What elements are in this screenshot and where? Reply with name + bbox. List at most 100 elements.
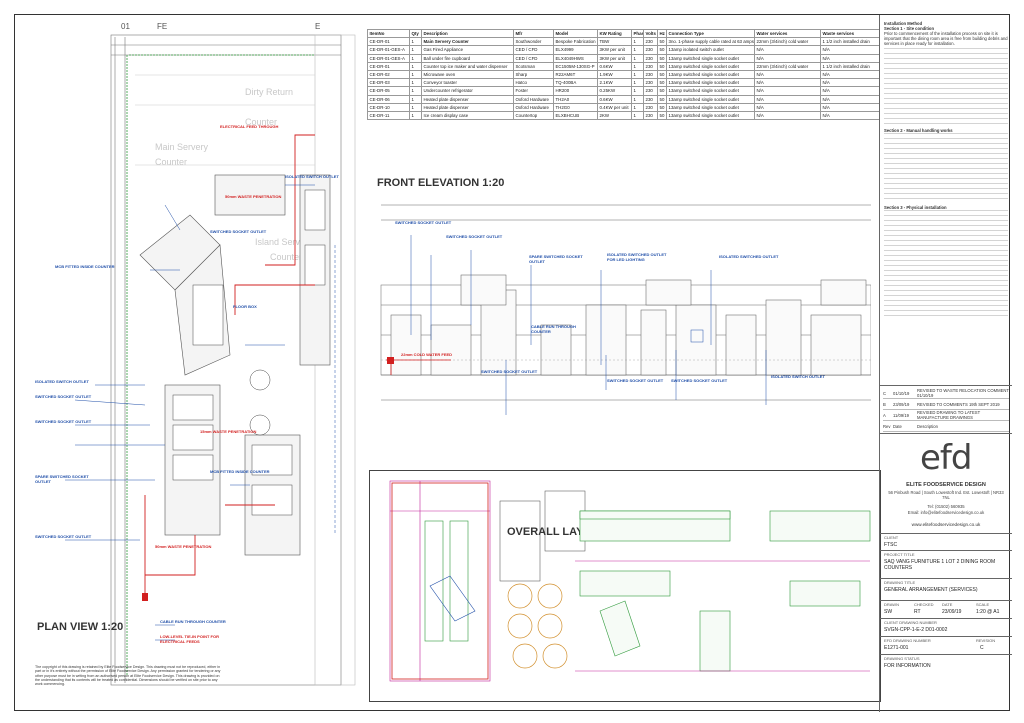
copyright-note: The copyright of this drawing is retaine… xyxy=(35,665,221,687)
schedule-cell: Counter top ice maker and water dispense… xyxy=(421,61,514,71)
schedule-cell: 13amp switched single socket outlet xyxy=(666,102,755,112)
schedule-cell: 1 xyxy=(631,61,644,71)
schedule-cell: Sharp xyxy=(513,69,554,80)
schedule-header-cell: Model xyxy=(553,28,598,39)
plan-view: Dirty Return Counter Main Servery Counte… xyxy=(15,15,367,712)
schedule-cell: CE-DR-02 xyxy=(367,69,410,80)
schedule-cell: N/A xyxy=(754,78,821,88)
plan-annotation: CABLE RUN THROUGH COUNTER xyxy=(160,619,226,624)
schedule-cell: 1 xyxy=(631,102,644,112)
schedule-cell: 50 xyxy=(657,86,667,96)
schedule-cell: Bespoke Fabrication xyxy=(553,37,598,47)
schedule-cell: 13amp switched single socket outlet xyxy=(666,53,755,63)
schedule-cell: CE-DR-01 xyxy=(367,37,410,47)
schedule-cell: EC1505M-130SG-P xyxy=(553,61,598,71)
schedule-header-cell: ItemNo xyxy=(367,28,410,39)
schedule-cell: R22AM6T xyxy=(553,69,598,80)
status-label: DRAWING STATUS xyxy=(884,656,920,661)
elevation-annotation: 22mm COLD WATER FEED xyxy=(401,352,453,357)
schedule-cell: CE-DR-01-GES-A xyxy=(367,45,410,55)
schedule-cell: 13amp switched single socket outlet xyxy=(666,86,755,96)
plan-annotation: 50mm WASTE PENETRATION xyxy=(155,544,212,549)
revision-description: REVISED TO WASTE RELOCATION COMMENT 01/1… xyxy=(917,388,1009,398)
schedule-cell: 13amp switched single socket outlet xyxy=(666,110,755,121)
schedule-cell: Ball under fire cupboard xyxy=(421,53,514,63)
schedule-cell: TH2A0 xyxy=(553,94,598,104)
svg-text:Dirty Return: Dirty Return xyxy=(245,87,293,97)
elevation-annotation: CABLE RUN THROUGH COUNTER xyxy=(531,324,576,334)
schedule-cell: 230 xyxy=(643,45,658,55)
schedule-cell: ELX4049HWS xyxy=(553,53,598,63)
schedule-cell: 230 xyxy=(643,78,658,88)
notes-body: Prior to commencement of the installatio… xyxy=(884,31,1008,46)
revision-description: REVISED TO COMMENTS 19th SEPT 2019 xyxy=(917,401,1000,407)
schedule-cell: 1 xyxy=(631,94,644,104)
schedule-cell: 13amp isolated switch outlet xyxy=(666,45,755,55)
company-email: Email: info@elitefoodservicedesign.co.uk xyxy=(907,510,985,515)
notes-filler xyxy=(884,48,1008,126)
schedule-cell: N/A xyxy=(754,53,821,63)
schedule-cell: N/A xyxy=(754,102,821,112)
plan-annotation: ELECTRICAL FEED THROUGH xyxy=(220,124,279,129)
plan-annotation: FLOOR BOX xyxy=(233,304,257,309)
schedule-cell: Hatco xyxy=(513,78,554,88)
schedule-cell: 50 xyxy=(657,110,667,121)
schedule-cell: CED / CFD xyxy=(513,53,554,63)
overall-layout-drawing xyxy=(389,480,871,682)
revision-date: Date xyxy=(893,423,902,429)
schedule-cell: TBW xyxy=(597,37,632,47)
schedule-cell: 1 xyxy=(409,86,422,96)
schedule-cell: TQ-400BA xyxy=(553,78,598,88)
scale-label: SCALE xyxy=(976,602,990,607)
plan-view-title: PLAN VIEW 1:20 xyxy=(37,621,124,633)
schedule-cell: 230 xyxy=(643,110,658,121)
svg-text:Counter: Counter xyxy=(270,252,302,262)
elevation-annotation: SWITCHED SOCKET OUTLET xyxy=(481,369,538,374)
svg-text:FE: FE xyxy=(157,22,167,31)
schedule-cell: 50 xyxy=(657,45,667,55)
schedule-cell: 230 xyxy=(643,53,658,63)
plan-annotation: ISOLATED SWITCH OUTLET xyxy=(35,379,89,384)
schedule-cell: CE-DR-11 xyxy=(367,110,410,121)
schedule-cell: Conveyor toaster xyxy=(421,78,514,88)
scale-value: 1:20 @ A1 xyxy=(976,609,1000,615)
plan-annotation: SWITCHED SOCKET OUTLET xyxy=(35,419,92,424)
schedule-cell: CED / CFD xyxy=(513,45,554,55)
schedule-cell: 13amp switched single socket outlet xyxy=(666,94,755,104)
schedule-cell: 22mm (3/4inch) cold water xyxy=(754,37,821,47)
schedule-cell: 50 xyxy=(657,69,667,80)
schedule-cell: N/A xyxy=(754,45,821,55)
revision-letter: C xyxy=(883,390,887,396)
company-tel: Tel: (01502) 560935 xyxy=(927,504,965,509)
elevation-annotation: ISOLATED SWITCH OUTLET xyxy=(771,374,825,379)
revision-description: REVISED DRAWING TO LATEST MANUFACTURE DR… xyxy=(917,410,981,420)
schedule-cell: Ice cream display case xyxy=(421,110,514,121)
schedule-header-cell: Water services xyxy=(754,28,821,39)
schedule-cell: N/A xyxy=(820,94,880,104)
title-block: CLIENT FTSC PROJECT TITLE SAQ VANG FURNI… xyxy=(880,533,1012,712)
plan-annotation: ISOLATED SWITCH OUTLET xyxy=(285,174,339,179)
schedule-cell: 2KW xyxy=(597,110,632,121)
svg-text:E: E xyxy=(315,22,320,31)
schedule-cell: 50 xyxy=(657,37,667,47)
checked-label: CHECKED xyxy=(914,602,934,607)
client-number-value: SVGN-CPP-1-E-2 D01-0002 xyxy=(884,627,948,633)
elevation-annotation: SWITCHED SOCKET OUTLET xyxy=(395,220,452,225)
schedule-cell: 1 xyxy=(409,61,422,71)
revision-label: REVISION xyxy=(976,638,996,643)
schedule-cell: Microwave oven xyxy=(421,69,514,80)
schedule-cell: CE-DR-01 xyxy=(367,61,410,71)
notes-heading: Installation Method xyxy=(884,21,923,26)
schedule-header-cell: Description xyxy=(421,28,514,39)
schedule-cell: 50 xyxy=(657,94,667,104)
schedule-cell: 1 xyxy=(409,53,422,63)
drawing-sheet: Dirty Return Counter Main Servery Counte… xyxy=(14,14,1012,712)
plan-annotation: SPARE SWITCHED SOCKET OUTLET xyxy=(35,474,89,484)
company-web: www.elitefoodservicedesign.co.uk xyxy=(911,522,981,527)
